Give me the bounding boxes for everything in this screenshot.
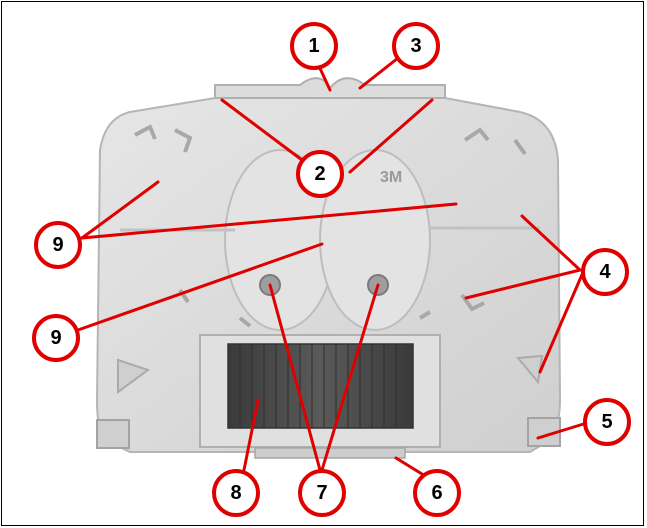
callout-2: 2	[296, 150, 344, 198]
retaining-tab	[174, 128, 193, 153]
bottom-rail	[254, 447, 406, 459]
callout-1: 1	[290, 22, 338, 70]
splice-block-slots	[239, 344, 397, 428]
callout-4-label: 4	[599, 261, 611, 283]
leader-9a-2	[80, 202, 458, 240]
leader-6	[394, 456, 424, 476]
callout-9a-label: 9	[52, 234, 63, 256]
leader-3	[358, 56, 400, 90]
retaining-tab	[418, 310, 432, 320]
callout-3-label: 3	[410, 35, 421, 57]
callout-8: 8	[212, 469, 260, 517]
callout-7-label: 7	[316, 482, 327, 504]
callout-9a: 9	[34, 221, 82, 269]
leader-2a	[220, 98, 304, 162]
callout-5-label: 5	[601, 411, 612, 433]
splice-tray: 3M	[95, 77, 562, 459]
tray-logo: 3M	[380, 169, 402, 186]
leader-2b	[348, 98, 434, 174]
callout-6: 6	[413, 469, 461, 517]
retaining-tab	[513, 138, 527, 156]
callout-3: 3	[392, 22, 440, 70]
leader-4c	[538, 268, 586, 374]
callout-9b: 9	[32, 314, 80, 362]
leader-8	[242, 398, 260, 472]
leader-lines	[76, 56, 592, 476]
callout-8-label: 8	[230, 482, 241, 504]
callout-7: 7	[298, 469, 346, 517]
leader-5	[536, 420, 592, 440]
callout-2-label: 2	[314, 163, 325, 185]
callout-4: 4	[581, 248, 629, 296]
callouts: 1 3 2 9 4 9 5 8	[32, 22, 631, 517]
leader-7b	[320, 283, 380, 472]
callout-9b-label: 9	[50, 327, 61, 349]
retaining-tab	[134, 124, 157, 140]
leader-7a	[268, 283, 322, 472]
splice-block	[227, 343, 414, 429]
callout-5: 5	[583, 398, 631, 446]
retaining-tab	[238, 316, 252, 328]
callout-1-label: 1	[308, 35, 319, 57]
callout-6-label: 6	[431, 482, 442, 504]
corner-guide	[117, 358, 151, 394]
hinge-left	[96, 419, 130, 449]
leader-9b	[76, 242, 324, 332]
leader-9a-1	[80, 180, 160, 240]
retaining-tab	[460, 293, 485, 312]
leader-4a	[520, 214, 582, 272]
leader-4b	[464, 268, 582, 300]
retaining-tab	[463, 127, 490, 142]
